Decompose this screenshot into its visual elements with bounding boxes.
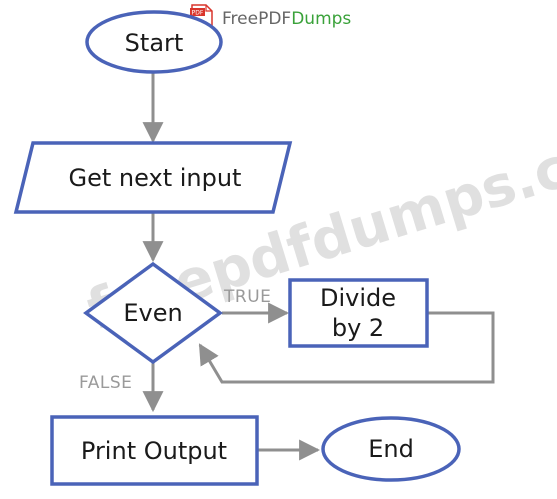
decision-node: Even [83,261,223,365]
arrow-loop-back [198,311,495,384]
input-node: Get next input [13,141,293,214]
end-node: End [321,416,461,482]
watermark-logo: FreePDFDumps [222,9,351,29]
input-label: Get next input [69,164,242,192]
decision-label: Even [123,299,182,327]
true-edge-label: TRUE [223,287,271,307]
print-label: Print Output [81,437,227,465]
watermark-logo-part1: FreePDF [222,9,292,29]
false-edge-label: FALSE [79,373,132,393]
pdf-badge-text: PDF [192,10,204,17]
divide-label-line2: by 2 [332,314,384,342]
divide-label-line1: Divide [320,284,396,312]
divide-node: Divide by 2 [288,278,429,348]
start-label: Start [125,29,184,57]
print-node: Print Output [50,415,259,486]
connectors [142,72,495,461]
end-label: End [368,435,414,463]
watermark-logo-part2: Dumps [291,9,352,29]
start-node: Start [85,10,223,74]
